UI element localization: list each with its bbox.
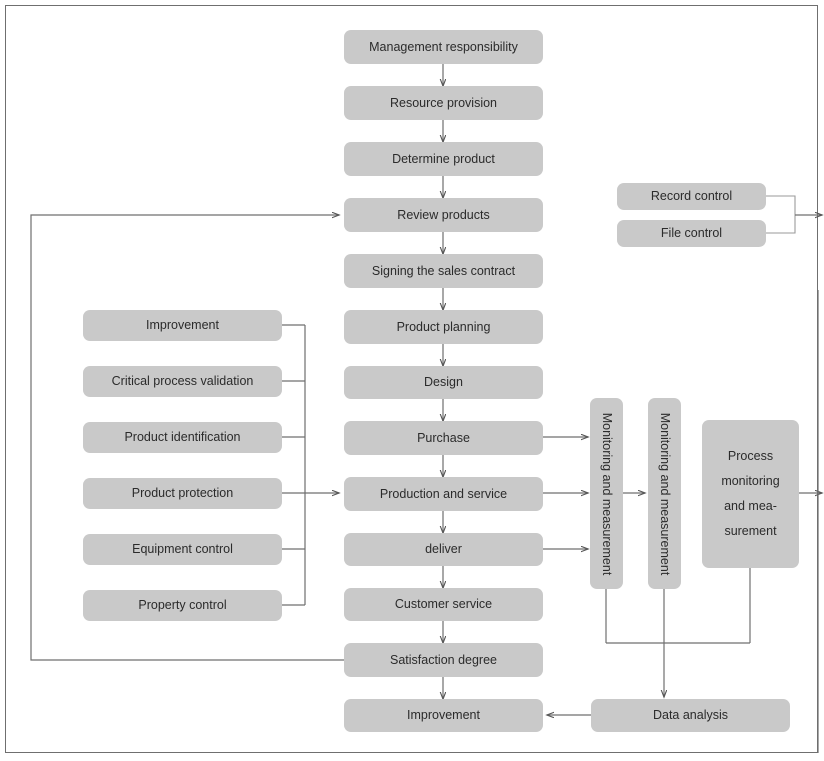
- node-determine-product[interactable]: Determine product: [344, 142, 543, 176]
- node-monitoring-measurement-1[interactable]: Monitoring and measurement: [590, 398, 623, 589]
- node-improvement[interactable]: Improvement: [83, 310, 282, 341]
- node-label-line-2: monitoring: [721, 474, 780, 488]
- node-label: Critical process validation: [111, 374, 254, 389]
- node-label: Management responsibility: [369, 39, 518, 54]
- node-management-responsibility[interactable]: Management responsibility: [344, 30, 543, 64]
- node-label: Property control: [138, 598, 227, 613]
- node-label: Monitoring and measurement: [599, 412, 614, 575]
- document-control-bracket: [766, 195, 796, 234]
- node-file-control[interactable]: File control: [617, 220, 766, 247]
- node-label: Record control: [650, 189, 733, 204]
- node-deliver[interactable]: deliver: [344, 533, 543, 566]
- node-satisfaction-degree[interactable]: Satisfaction degree: [344, 643, 543, 677]
- node-label: Monitoring and measurement: [657, 412, 672, 575]
- node-review-products[interactable]: Review products: [344, 198, 543, 232]
- node-signing-the-sales-contract[interactable]: Signing the sales contract: [344, 254, 543, 288]
- node-label: Production and service: [379, 486, 508, 501]
- node-purchase[interactable]: Purchase: [344, 421, 543, 455]
- node-label: Customer service: [394, 597, 493, 612]
- node-label-line-1: Process: [727, 449, 774, 463]
- node-design[interactable]: Design: [344, 366, 543, 399]
- node-label: Review products: [397, 207, 490, 222]
- node-label: File control: [660, 226, 723, 241]
- node-customer-service[interactable]: Customer service: [344, 588, 543, 621]
- node-label-line-4: surement: [724, 524, 777, 538]
- arrow-feedback-satisfaction-to-review: [30, 215, 344, 661]
- node-label: Product planning: [396, 319, 491, 334]
- node-label: Improvement: [407, 708, 480, 723]
- node-label: Purchase: [417, 430, 470, 445]
- node-product-identification[interactable]: Product identification: [83, 422, 282, 453]
- node-process-monitoring-and-measurement[interactable]: Process monitoring and mea- surement: [702, 420, 799, 568]
- node-production-and-service[interactable]: Production and service: [344, 477, 543, 511]
- node-record-control[interactable]: Record control: [617, 183, 766, 210]
- node-label: Improvement: [146, 318, 219, 333]
- node-label: Product identification: [124, 430, 241, 445]
- node-monitoring-measurement-2[interactable]: Monitoring and measurement: [648, 398, 681, 589]
- node-label: Satisfaction degree: [389, 652, 497, 667]
- node-product-protection[interactable]: Product protection: [83, 478, 282, 509]
- node-label: Resource provision: [390, 95, 497, 110]
- node-property-control[interactable]: Property control: [83, 590, 282, 621]
- node-label: Determine product: [392, 151, 495, 166]
- node-label: Equipment control: [132, 542, 233, 557]
- node-label: Design: [424, 375, 463, 390]
- node-label: Signing the sales contract: [371, 263, 516, 278]
- node-label-line-3: and mea-: [724, 499, 777, 513]
- node-data-analysis[interactable]: Data analysis: [591, 699, 790, 732]
- node-critical-process-validation[interactable]: Critical process validation: [83, 366, 282, 397]
- node-label: deliver: [425, 542, 462, 557]
- node-resource-provision[interactable]: Resource provision: [344, 86, 543, 120]
- node-label: Data analysis: [652, 708, 729, 723]
- node-improvement-bottom[interactable]: Improvement: [344, 699, 543, 732]
- node-product-planning[interactable]: Product planning: [344, 310, 543, 344]
- node-label: Product protection: [131, 486, 234, 501]
- node-equipment-control[interactable]: Equipment control: [83, 534, 282, 565]
